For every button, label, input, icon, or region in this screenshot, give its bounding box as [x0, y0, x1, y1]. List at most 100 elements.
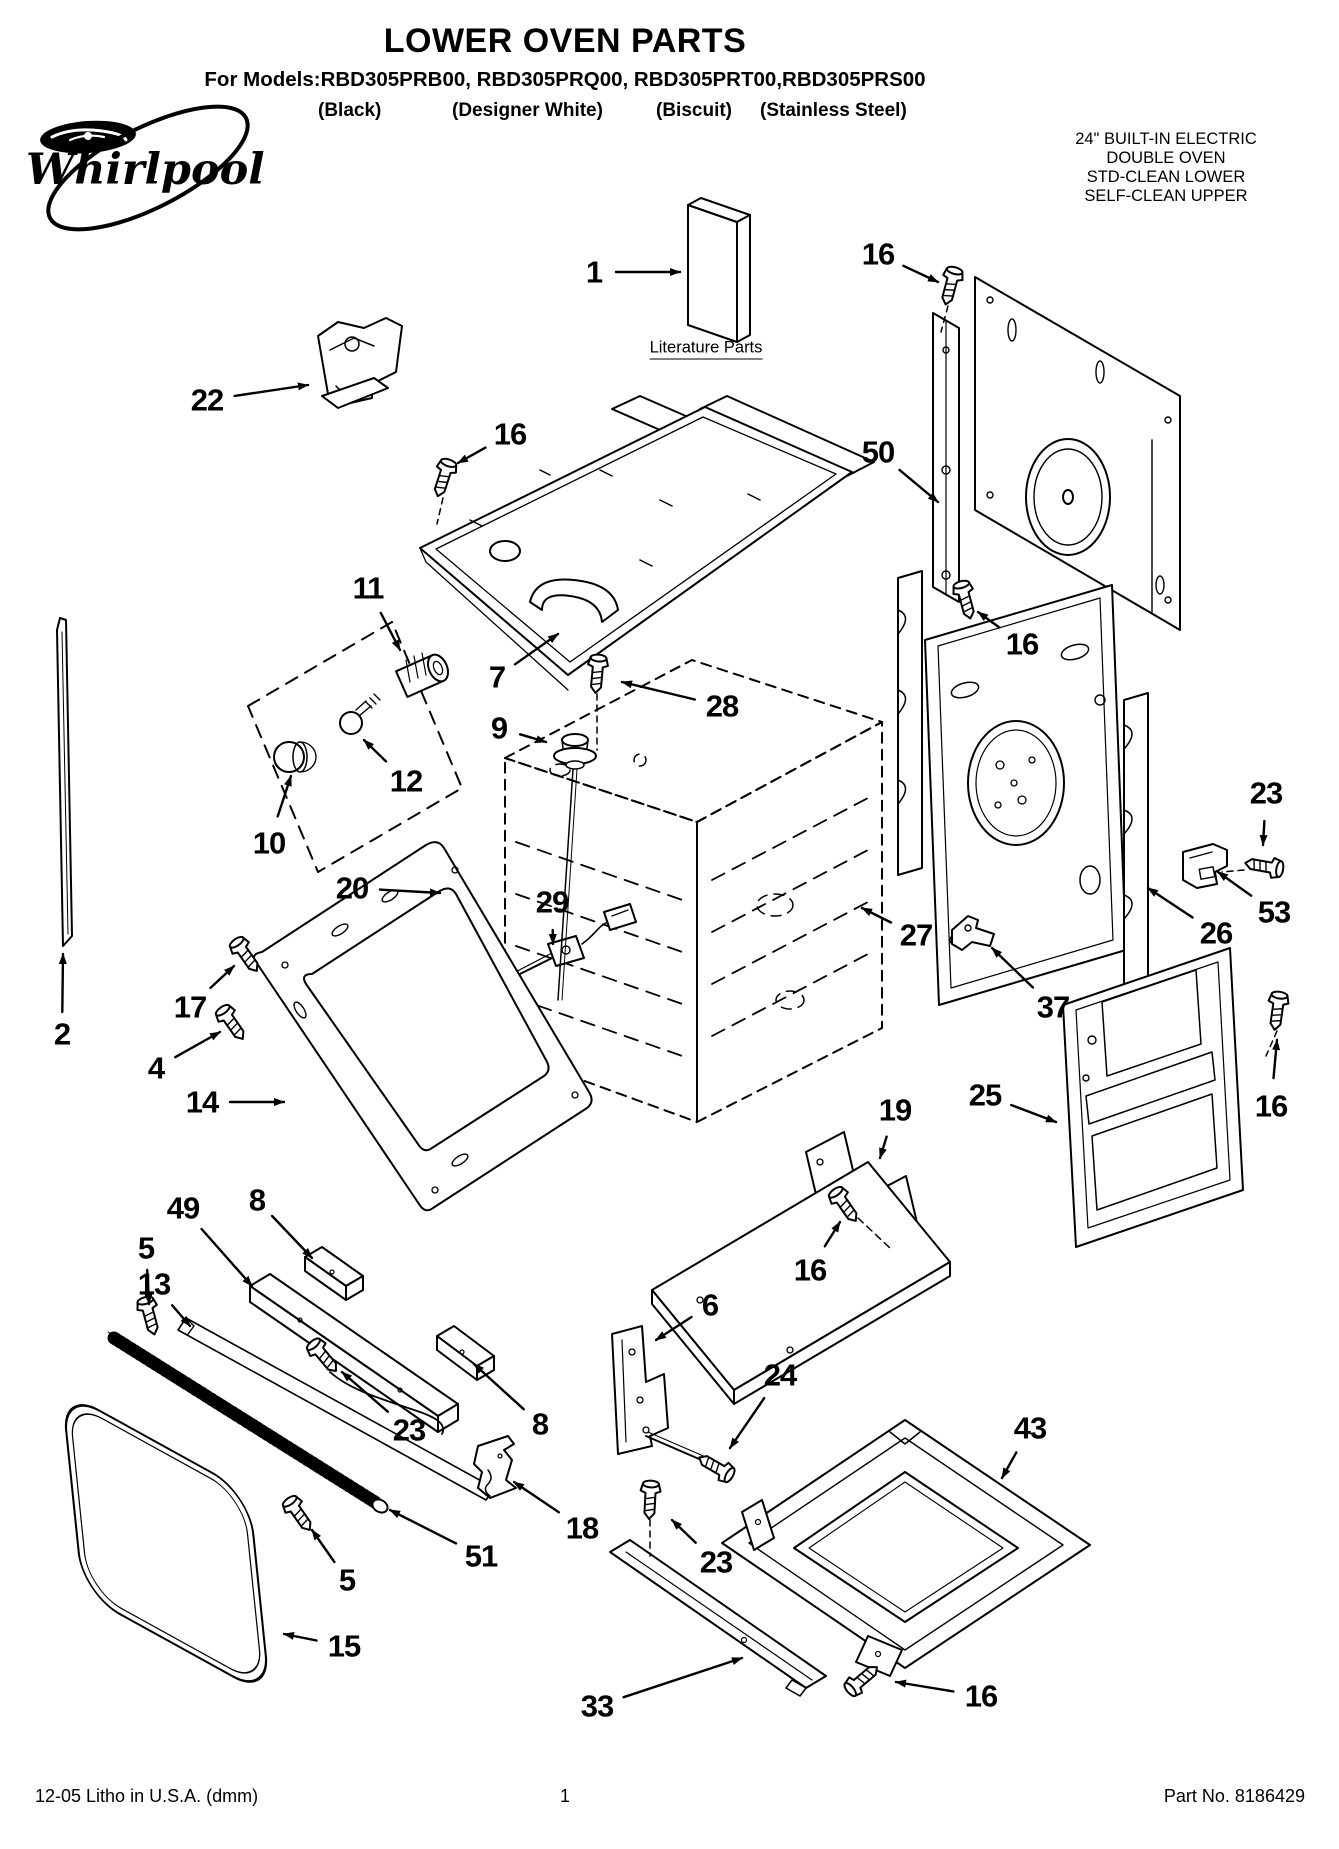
callout-label-19: 19: [878, 1092, 912, 1128]
corner-note-line: 24" BUILT-IN ELECTRIC: [1075, 130, 1257, 148]
callout-arrow-19: [878, 1135, 888, 1160]
callout-arrow-23: [1259, 819, 1268, 847]
finish-label-biscuit: (Biscuit): [656, 100, 732, 121]
callout-arrow-16: [823, 1220, 842, 1248]
part-support-block-8b: [436, 1325, 495, 1381]
screw-16: [934, 263, 967, 309]
part-trim-strip-2: [56, 617, 73, 947]
callout-arrow-2: [58, 952, 67, 1014]
part-support-rail-49: [249, 1273, 459, 1433]
part-hinge-bracket-6: [611, 1325, 709, 1463]
callout-arrow-27: [860, 906, 893, 924]
callout-arrow-15: [282, 1632, 318, 1642]
literature-parts-label: Literature Parts: [649, 339, 763, 360]
part-socket: [395, 652, 450, 698]
callout-arrow-22: [233, 382, 310, 398]
callout-arrow-23: [670, 1518, 697, 1544]
callout-label-5: 5: [137, 1230, 155, 1266]
callout-arrow-18: [512, 1480, 560, 1514]
footer-litho: 12-05 Litho in U.S.A. (dmm): [35, 1786, 259, 1806]
screw-16: [427, 455, 461, 501]
whirlpool-logo: Whirlpool: [26, 104, 265, 232]
callout-label-10: 10: [252, 825, 286, 861]
callout-label-24: 24: [763, 1357, 797, 1393]
callout-arrow-16: [894, 1679, 955, 1693]
callout-arrow-20: [378, 888, 442, 897]
part-bulb-12: [339, 693, 381, 735]
callout-arrow-5: [310, 1528, 336, 1564]
callout-arrow-10: [276, 774, 293, 818]
callout-label-20: 20: [335, 870, 369, 906]
callout-label-28: 28: [705, 688, 739, 724]
part-rear-panel-50: [932, 276, 1181, 631]
callout-label-9: 9: [490, 710, 508, 746]
part-literature-book: [687, 197, 751, 343]
corner-note-line: SELF-CLEAN UPPER: [1084, 187, 1248, 205]
callout-label-16: 16: [1005, 626, 1039, 662]
callout-label-15: 15: [327, 1628, 361, 1664]
callout-label-49: 49: [166, 1190, 200, 1226]
callout-label-26: 26: [1199, 915, 1233, 951]
part-door-trim-33: [609, 1539, 827, 1697]
part-braid-seal-51: [107, 1331, 389, 1514]
screw-23: [638, 1479, 663, 1521]
part-bracket-22: [317, 317, 403, 409]
callout-arrow-25: [1010, 1103, 1058, 1124]
callout-arrow-16: [902, 264, 940, 284]
part-number: Part No. 8186429: [1163, 1786, 1305, 1806]
part-sensor-29: [505, 903, 637, 982]
callout-label-16: 16: [861, 236, 895, 272]
callout-arrow-49: [200, 1227, 254, 1288]
callout-label-23: 23: [392, 1412, 426, 1448]
callout-label-6: 6: [701, 1287, 719, 1323]
callout-arrow-26: [1146, 886, 1194, 919]
callout-arrow-5: [144, 1268, 153, 1306]
callout-arrow-23: [340, 1370, 389, 1413]
part-drawer-pan-43: [721, 1419, 1091, 1677]
callout-arrow-51: [388, 1508, 458, 1545]
callout-label-11: 11: [352, 570, 385, 606]
callout-arrow-7: [513, 632, 560, 666]
corner-note: 24" BUILT-IN ELECTRIC DOUBLE OVEN STD-CL…: [1075, 130, 1257, 206]
callout-arrow-16: [456, 446, 487, 465]
screw-16: [1263, 989, 1291, 1033]
callout-arrow-43: [1000, 1451, 1018, 1480]
page-title: LOWER OVEN PARTS: [383, 22, 747, 60]
callout-label-29: 29: [535, 884, 569, 920]
callout-label-16: 16: [493, 416, 527, 452]
page-number: 1: [559, 1786, 571, 1806]
callout-arrow-6: [654, 1315, 693, 1342]
callout-label-22: 22: [190, 382, 224, 418]
callout-label-8: 8: [248, 1182, 266, 1218]
screws: [133, 263, 1291, 1701]
callout-label-14: 14: [185, 1084, 219, 1120]
callout-label-37: 37: [1036, 989, 1070, 1025]
callout-label-18: 18: [565, 1510, 599, 1546]
callout-arrow-24: [728, 1396, 766, 1450]
callout-label-8: 8: [531, 1406, 549, 1442]
part-light-kit-11: [247, 621, 463, 873]
callout-arrow-37: [990, 946, 1035, 989]
callout-arrow-50: [898, 468, 940, 504]
callout-arrow-53: [1216, 870, 1253, 897]
callout-label-50: 50: [861, 434, 895, 470]
screw-23: [1242, 852, 1286, 881]
callout-label-53: 53: [1257, 894, 1291, 930]
screw-28: [584, 652, 610, 695]
callout-label-27: 27: [899, 917, 933, 953]
callout-arrow-9: [518, 733, 548, 744]
part-top-panel-7: [419, 395, 875, 691]
part-access-panel-25: [1062, 947, 1244, 1248]
corner-note-line: STD-CLEAN LOWER: [1086, 168, 1246, 186]
callout-arrow-8: [472, 1362, 525, 1411]
callout-arrow-8: [270, 1214, 314, 1260]
callout-label-51: 51: [464, 1538, 498, 1574]
callout-label-23: 23: [699, 1544, 733, 1580]
callout-label-12: 12: [389, 763, 423, 799]
callout-label-17: 17: [173, 989, 207, 1025]
brand-wordmark: Whirlpool: [26, 145, 265, 195]
part-clip-18: [473, 1435, 517, 1499]
callout-arrow-17: [209, 964, 236, 990]
callout-label-2: 2: [53, 1016, 71, 1052]
